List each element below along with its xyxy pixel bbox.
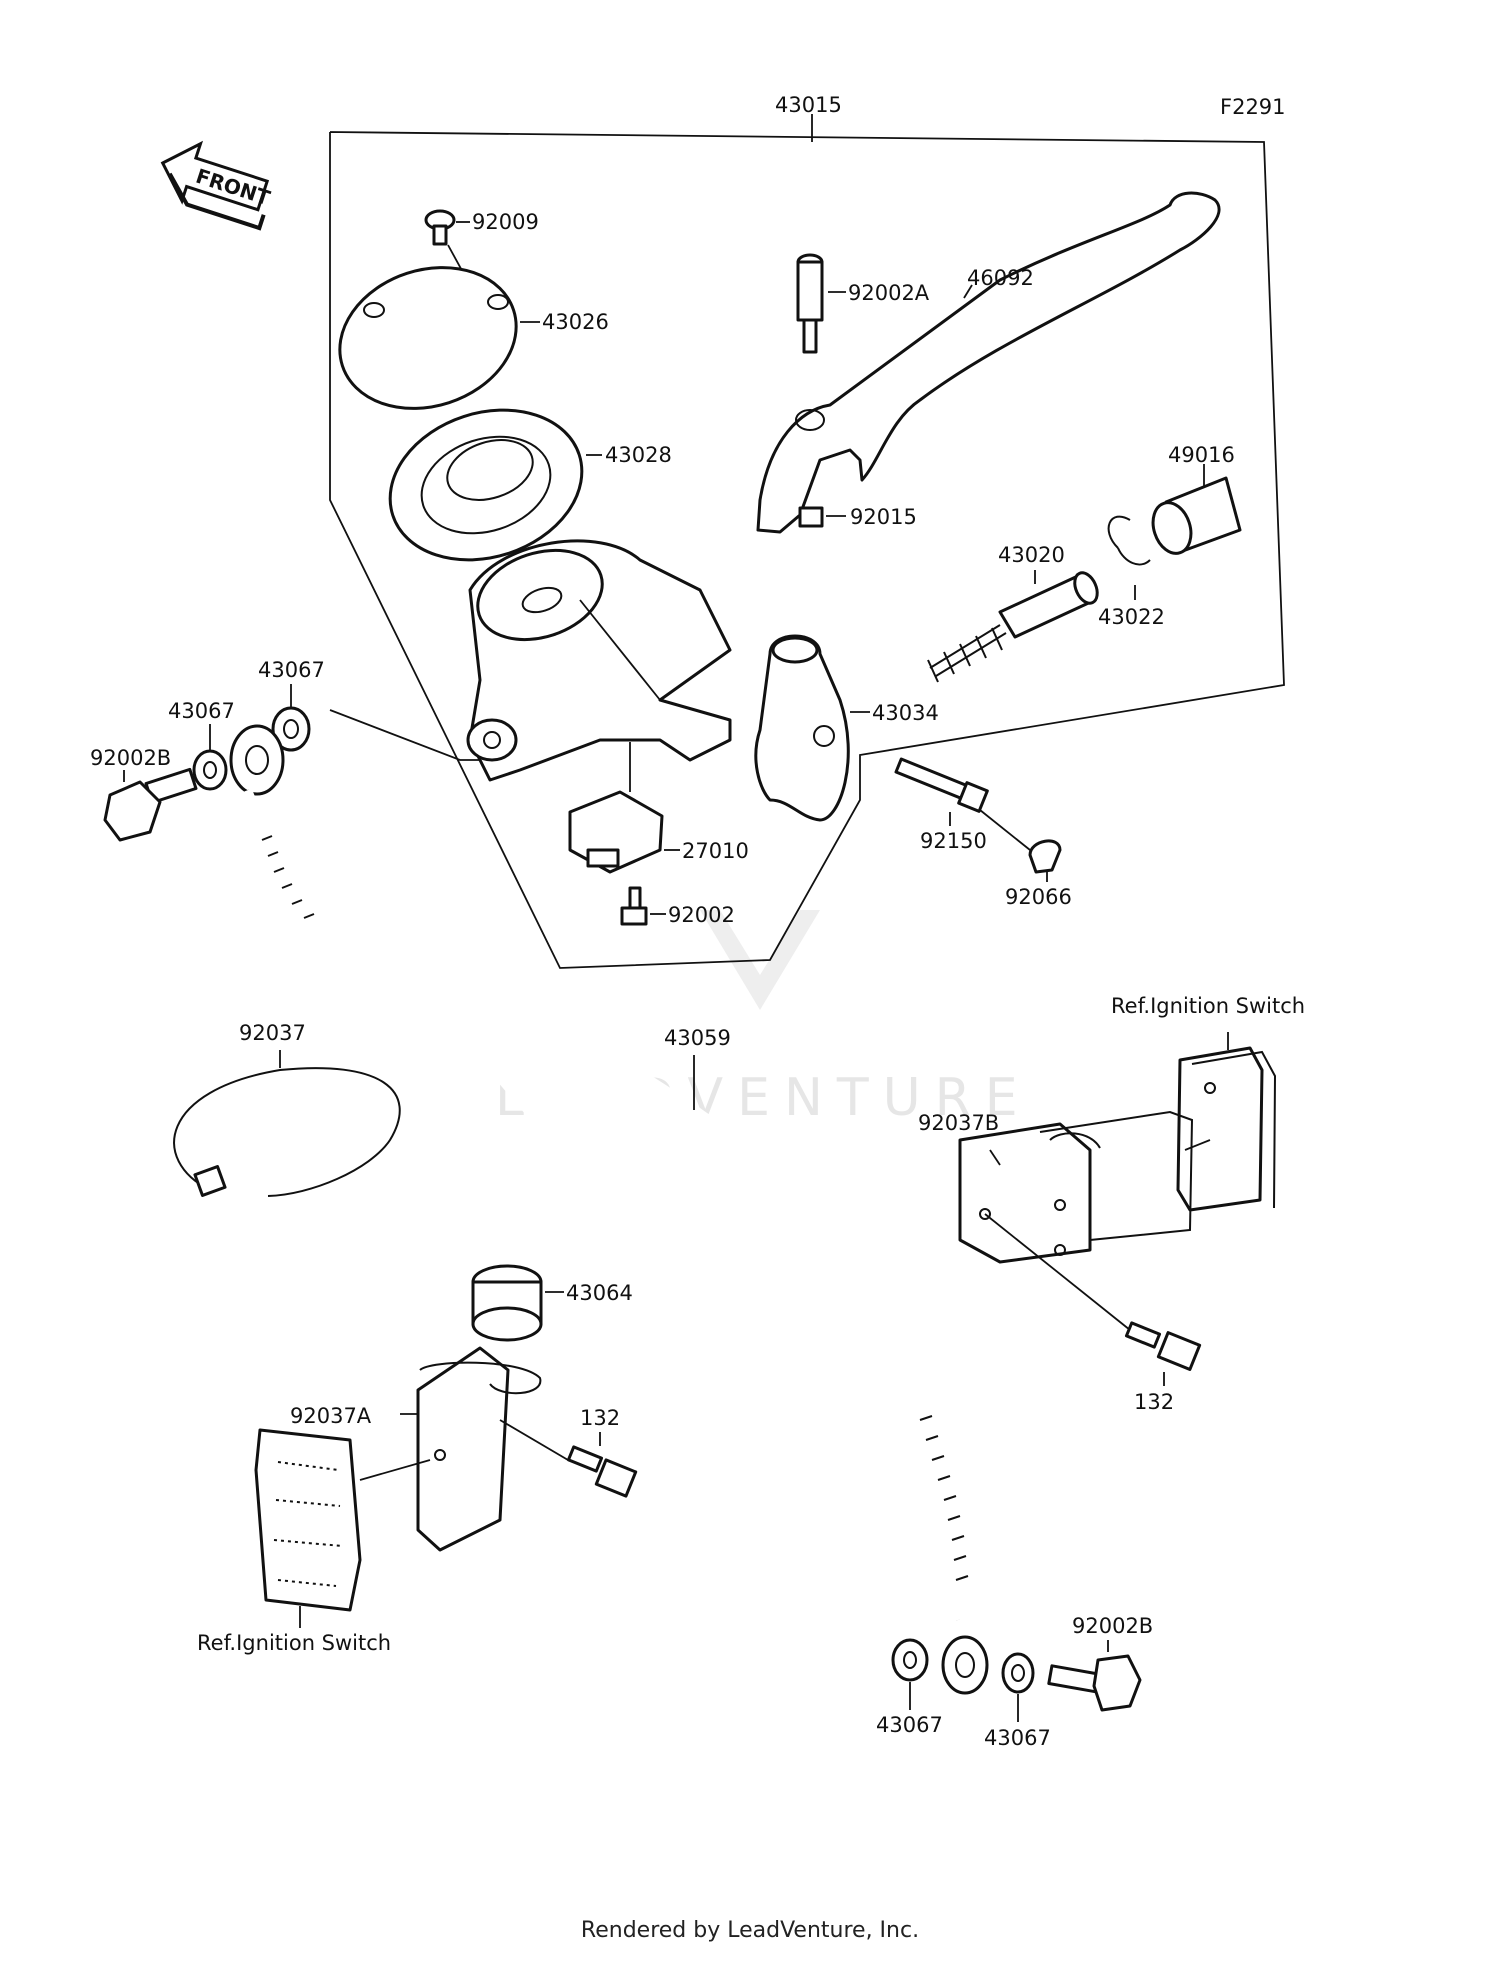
label-43067-d: 43067 bbox=[984, 1726, 1051, 1750]
bolt-92150 bbox=[894, 757, 989, 826]
label-43028: 43028 bbox=[605, 443, 672, 467]
damper-43064 bbox=[471, 1264, 564, 1342]
front-arrow-icon: FRONT bbox=[160, 140, 273, 231]
circlip-43022 bbox=[1107, 515, 1151, 600]
banjo-fittings-bottom bbox=[891, 1638, 1142, 1722]
label-92002B-a: 92002B bbox=[90, 746, 171, 770]
label-43067-a: 43067 bbox=[258, 658, 325, 682]
label-43067-b: 43067 bbox=[168, 699, 235, 723]
label-43067-c: 43067 bbox=[876, 1713, 943, 1737]
label-43015: 43015 bbox=[775, 93, 842, 117]
footer-credit: Rendered by LeadVenture, Inc. bbox=[580, 1918, 920, 1943]
label-43022: 43022 bbox=[1098, 605, 1165, 629]
diaphragm-43028 bbox=[388, 408, 602, 562]
assembly-outline bbox=[329, 114, 1285, 969]
nut-92015 bbox=[798, 506, 846, 528]
label-43064: 43064 bbox=[566, 1281, 633, 1305]
clamp-43034 bbox=[754, 634, 870, 822]
label-92066: 92066 bbox=[1005, 885, 1072, 909]
pivot-bolt-92002A bbox=[796, 253, 846, 354]
bracket-92037B bbox=[958, 1032, 1277, 1386]
screw-92002 bbox=[620, 886, 666, 926]
label-132-a: 132 bbox=[1134, 1390, 1174, 1414]
master-cylinder-body bbox=[466, 539, 732, 782]
label-132-b: 132 bbox=[580, 1406, 620, 1430]
cap-92066 bbox=[979, 809, 1062, 882]
bracket-92037A bbox=[254, 1346, 638, 1628]
reservoir-cap-43026 bbox=[338, 266, 540, 410]
label-27010: 27010 bbox=[682, 839, 749, 863]
label-92009: 92009 bbox=[472, 210, 539, 234]
label-92002: 92002 bbox=[668, 903, 735, 927]
label-ref-ignition-switch-b: Ref.Ignition Switch bbox=[197, 1631, 391, 1655]
brake-hose-43059 bbox=[244, 788, 989, 1695]
piston-43020 bbox=[927, 570, 1099, 683]
label-92002A: 92002A bbox=[848, 281, 930, 305]
banjo-fittings-top bbox=[103, 684, 480, 842]
label-49016: 49016 bbox=[1168, 443, 1235, 467]
label-43059: 43059 bbox=[664, 1026, 731, 1050]
label-92002B-b: 92002B bbox=[1072, 1614, 1153, 1638]
boot-49016 bbox=[1151, 464, 1242, 555]
label-92037A: 92037A bbox=[290, 1404, 372, 1428]
band-92037 bbox=[173, 1050, 401, 1197]
label-92037: 92037 bbox=[239, 1021, 306, 1045]
label-92037B: 92037B bbox=[918, 1111, 999, 1135]
ref-code: F2291 bbox=[1220, 95, 1286, 119]
label-92015: 92015 bbox=[850, 505, 917, 529]
label-43026: 43026 bbox=[542, 310, 609, 334]
brake-lever-46092 bbox=[756, 191, 1221, 534]
label-92150: 92150 bbox=[920, 829, 987, 853]
label-43034: 43034 bbox=[872, 701, 939, 725]
label-43020: 43020 bbox=[998, 543, 1065, 567]
label-ref-ignition-switch-a: Ref.Ignition Switch bbox=[1111, 994, 1305, 1018]
brake-switch-27010 bbox=[568, 742, 680, 874]
label-46092: 46092 bbox=[967, 266, 1034, 290]
